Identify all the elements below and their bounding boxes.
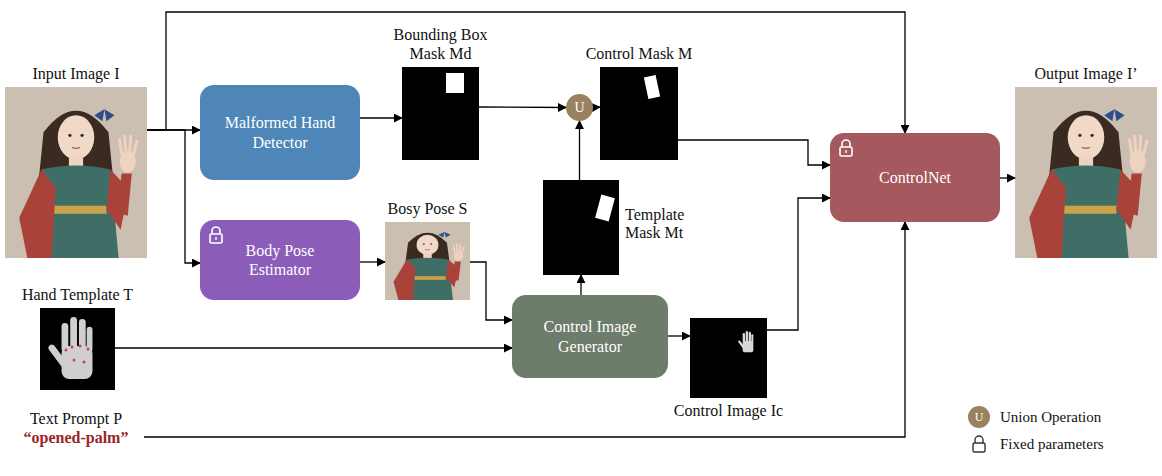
image-heading: Control Image Ic bbox=[674, 402, 783, 420]
legend: U Union OperationFixed parameters bbox=[968, 406, 1104, 460]
flow-arrow bbox=[1000, 177, 1015, 178]
mask-square bbox=[446, 73, 464, 93]
mask-image bbox=[543, 180, 619, 275]
legend-swatch: U bbox=[968, 406, 990, 428]
image-heading: Control Mask M bbox=[586, 45, 693, 63]
flow-arrow bbox=[144, 222, 905, 437]
flow-arrow bbox=[147, 130, 200, 263]
process-box: ControlNet bbox=[830, 133, 1000, 222]
flow-arrow bbox=[767, 198, 830, 330]
mask-image bbox=[600, 67, 678, 160]
template-image bbox=[40, 308, 115, 390]
flow-arrow bbox=[470, 262, 512, 320]
image-panel: Bounding Box Mask Md bbox=[402, 67, 479, 160]
box-label: Body Pose Estimator bbox=[214, 241, 346, 279]
image-panel: Bosy Pose S bbox=[385, 222, 470, 300]
legend-text: Union Operation bbox=[1000, 409, 1101, 426]
process-box: Malformed Hand Detector bbox=[200, 85, 360, 180]
image-heading: Template Mask Mt bbox=[625, 206, 711, 243]
keypoint-dots bbox=[65, 345, 90, 364]
swatch-letter: U bbox=[975, 410, 984, 425]
output-illustration bbox=[1015, 87, 1157, 258]
box-label: ControlNet bbox=[879, 168, 951, 187]
process-box: Body Pose Estimator bbox=[200, 220, 360, 300]
text-input: Text Prompt P“opened-palm” bbox=[8, 406, 144, 450]
legend-item: Fixed parameters bbox=[968, 434, 1104, 454]
prompt-text: Text Prompt P bbox=[30, 409, 122, 428]
image-panel: Template Mask Mt bbox=[543, 180, 619, 275]
legend-text: Fixed parameters bbox=[1000, 436, 1104, 453]
lock-icon bbox=[838, 139, 854, 157]
mask-image bbox=[402, 67, 479, 160]
legend-item: U Union Operation bbox=[968, 406, 1104, 428]
flow-arrow bbox=[678, 140, 830, 165]
flow-arrow bbox=[115, 347, 512, 348]
image-panel: Control Mask M bbox=[600, 67, 678, 160]
flow-arrow bbox=[593, 106, 600, 108]
process-box: Control Image Generator bbox=[512, 295, 668, 378]
image-panel: Output Image I’ bbox=[1015, 87, 1157, 258]
flow-arrow bbox=[360, 117, 402, 118]
mask-shape bbox=[595, 195, 615, 222]
lock-icon bbox=[968, 434, 990, 454]
image-panel: Input Image I bbox=[5, 87, 147, 258]
image-panel: Hand Template T bbox=[40, 308, 115, 390]
image-heading: Hand Template T bbox=[22, 286, 133, 304]
hand-shape bbox=[52, 317, 93, 379]
box-label: Malformed Hand Detector bbox=[214, 113, 346, 151]
prompt-text: “opened-palm” bbox=[24, 428, 129, 447]
image-heading: Output Image I’ bbox=[1034, 65, 1137, 83]
image-heading: Bosy Pose S bbox=[387, 200, 467, 218]
flow-arrow bbox=[668, 335, 690, 336]
lock-icon bbox=[208, 226, 224, 244]
flow-arrow bbox=[579, 121, 580, 180]
image-heading: Bounding Box Mask Md bbox=[381, 26, 501, 63]
union-circle: U bbox=[566, 94, 593, 121]
flow-arrow bbox=[360, 261, 385, 262]
input-illustration bbox=[5, 87, 147, 258]
hand-shape bbox=[739, 331, 753, 352]
image-panel: Control Image Ic bbox=[690, 318, 767, 398]
mask-shape bbox=[644, 75, 660, 99]
flow-arrow bbox=[479, 106, 566, 108]
box-label: Control Image Generator bbox=[526, 317, 654, 355]
control-image bbox=[690, 318, 767, 398]
pose-illustration bbox=[385, 222, 470, 300]
box-label: U bbox=[574, 100, 584, 116]
flow-arrow bbox=[580, 275, 581, 295]
image-heading: Input Image I bbox=[32, 65, 119, 83]
